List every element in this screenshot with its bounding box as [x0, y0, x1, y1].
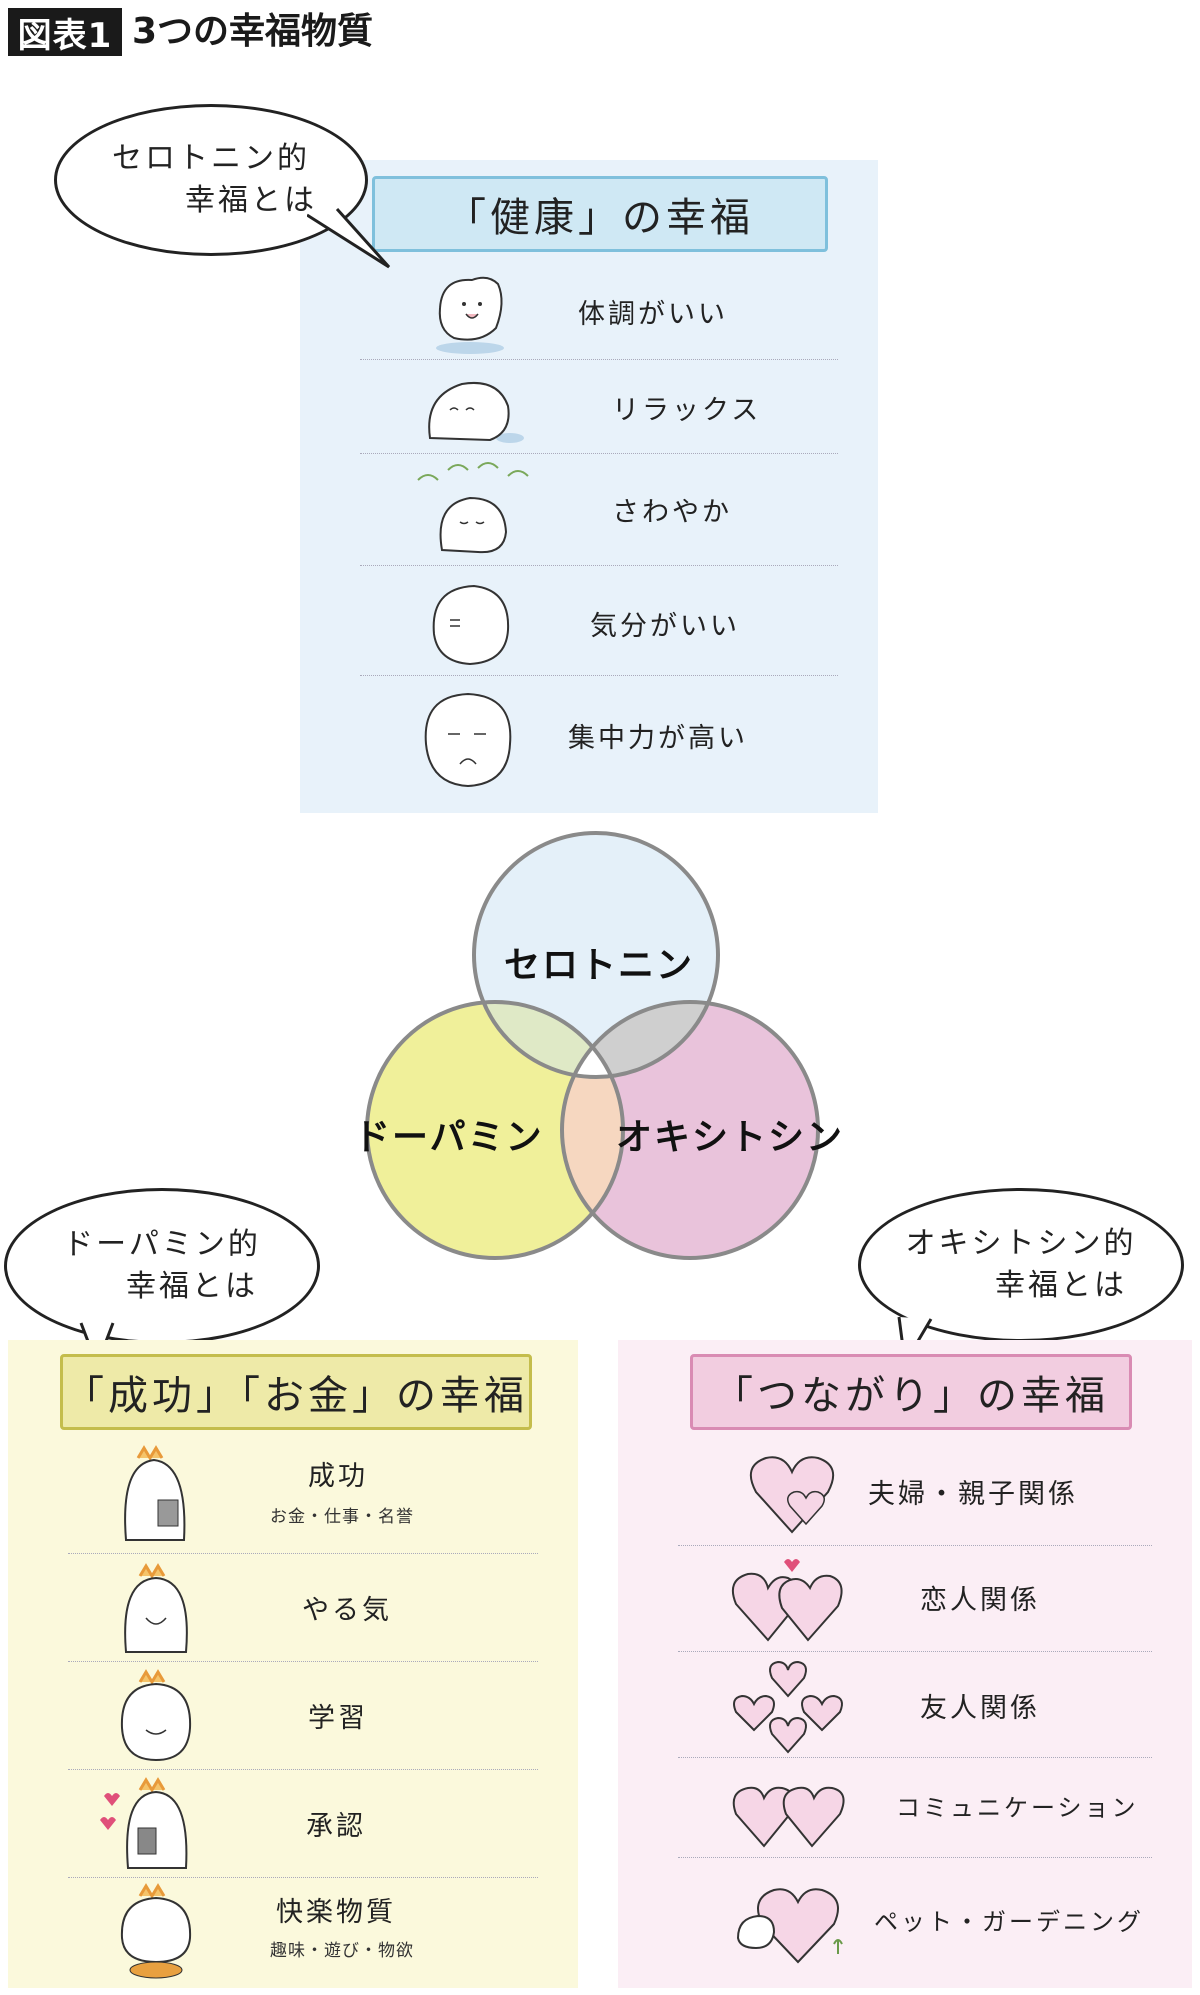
- character-illustration: [417, 462, 529, 554]
- row-divider: [360, 675, 838, 676]
- row-divider: [68, 1877, 538, 1878]
- character-illustration: [432, 584, 510, 666]
- oxytocin-item: ペット・ガーデニング: [618, 1858, 1192, 1984]
- venn-diagram: セロトニン ドーパミン オキシトシン: [340, 830, 842, 1280]
- row-divider: [678, 1651, 1152, 1652]
- item-sublabel: 趣味・遊び・物欲: [270, 1941, 414, 1961]
- oxytocin-speech-bubble: オキシトシン的 幸福とは: [858, 1188, 1184, 1368]
- oxytocin-panel-title: 「つながり」の幸福: [690, 1354, 1132, 1430]
- bubble-line: 幸福とは: [185, 183, 317, 218]
- serotonin-item: 体調がいい: [300, 260, 878, 360]
- dopamine-speech-bubble: ドーパミン的 幸福とは: [4, 1188, 320, 1370]
- character-illustration: [124, 1563, 188, 1653]
- serotonin-dopamine-overlap: [474, 1002, 623, 1077]
- dopamine-item: 承認: [8, 1770, 578, 1878]
- heart-character-illustration: [749, 1456, 835, 1534]
- serotonin-item: 気分がいい: [300, 566, 878, 676]
- dopamine-item: 成功 お金・仕事・名誉: [8, 1436, 578, 1554]
- character-illustration: [100, 1777, 188, 1869]
- item-label: 体調がいい: [578, 299, 728, 330]
- serotonin-speech-bubble: セロトニン的 幸福とは: [54, 104, 391, 269]
- bubble-line: 幸福とは: [126, 1269, 258, 1304]
- venn-label-oxytocin: オキシトシン: [616, 1117, 845, 1158]
- bubble-line: 幸福とは: [995, 1268, 1127, 1303]
- row-divider: [360, 453, 838, 454]
- row-divider: [68, 1553, 538, 1554]
- item-label: 承認: [306, 1811, 366, 1842]
- oxytocin-item: コミュニケーション: [618, 1758, 1192, 1858]
- serotonin-item: 集中力が高い: [300, 676, 878, 796]
- oxytocin-item: 恋人関係: [618, 1546, 1192, 1652]
- dopamine-panel: 「成功」「お金」の幸福 成功 お金・仕事・名誉 やる気 学習: [8, 1340, 578, 1988]
- bubble-line: セロトニン的: [112, 141, 310, 176]
- item-label: 夫婦・親子関係: [868, 1479, 1078, 1510]
- character-illustration: [428, 382, 524, 443]
- dopamine-item: やる気: [8, 1554, 578, 1662]
- character-illustration: [124, 1445, 186, 1541]
- serotonin-item: リラックス: [300, 360, 878, 454]
- item-label: 快楽物質: [276, 1897, 396, 1928]
- heart-character-illustration: [732, 1559, 843, 1642]
- item-label: 集中力が高い: [568, 723, 748, 754]
- row-divider: [360, 565, 838, 566]
- item-label: さわやか: [612, 497, 732, 528]
- dopamine-panel-title: 「成功」「お金」の幸福: [60, 1354, 532, 1430]
- row-divider: [68, 1661, 538, 1662]
- row-divider: [68, 1769, 538, 1770]
- character-illustration: [120, 1883, 192, 1979]
- bubble-line: オキシトシン的: [905, 1226, 1137, 1261]
- serotonin-item: さわやか: [300, 454, 878, 566]
- row-divider: [360, 359, 838, 360]
- heart-character-illustration: [732, 1786, 845, 1848]
- heart-with-dog-illustration: [736, 1888, 843, 1964]
- dopamine-item: 学習: [8, 1662, 578, 1770]
- character-illustration: [424, 692, 512, 788]
- character-illustration: [436, 276, 504, 354]
- oxytocin-panel: 「つながり」の幸福 夫婦・親子関係 恋人関係 友人関係: [618, 1340, 1192, 1988]
- item-label: コミュニケーション: [896, 1794, 1139, 1822]
- venn-label-serotonin: セロトニン: [504, 945, 695, 986]
- bubble-line: ドーパミン的: [63, 1227, 261, 1262]
- item-label: 学習: [308, 1703, 368, 1734]
- item-label: ペット・ガーデニング: [874, 1908, 1144, 1936]
- item-label: 気分がいい: [590, 611, 740, 642]
- item-sublabel: お金・仕事・名誉: [270, 1507, 414, 1527]
- serotonin-panel: 「健康」の幸福 体調がいい リラックス さわやか: [300, 160, 878, 813]
- oxytocin-item: 友人関係: [618, 1652, 1192, 1758]
- figure-tag: 図表1: [8, 8, 122, 56]
- serotonin-panel-title: 「健康」の幸福: [372, 176, 828, 252]
- row-divider: [678, 1857, 1152, 1858]
- heart-character-illustration: [733, 1660, 843, 1754]
- venn-circles: [365, 831, 820, 1260]
- dopamine-item: 快楽物質 趣味・遊び・物欲: [8, 1878, 578, 1986]
- item-label: 友人関係: [920, 1693, 1040, 1724]
- item-label: 成功: [308, 1461, 368, 1492]
- oxytocin-item: 夫婦・親子関係: [618, 1436, 1192, 1546]
- figure-title: 3つの幸福物質: [132, 11, 374, 52]
- item-label: 恋人関係: [920, 1585, 1040, 1616]
- serotonin-oxytocin-overlap: [562, 1002, 718, 1077]
- item-label: リラックス: [612, 395, 762, 426]
- row-divider: [678, 1545, 1152, 1546]
- bubble-tail: [307, 207, 391, 269]
- row-divider: [678, 1757, 1152, 1758]
- item-label: やる気: [302, 1595, 392, 1626]
- character-illustration: [120, 1669, 192, 1762]
- venn-label-dopamine: ドーパミン: [354, 1117, 544, 1158]
